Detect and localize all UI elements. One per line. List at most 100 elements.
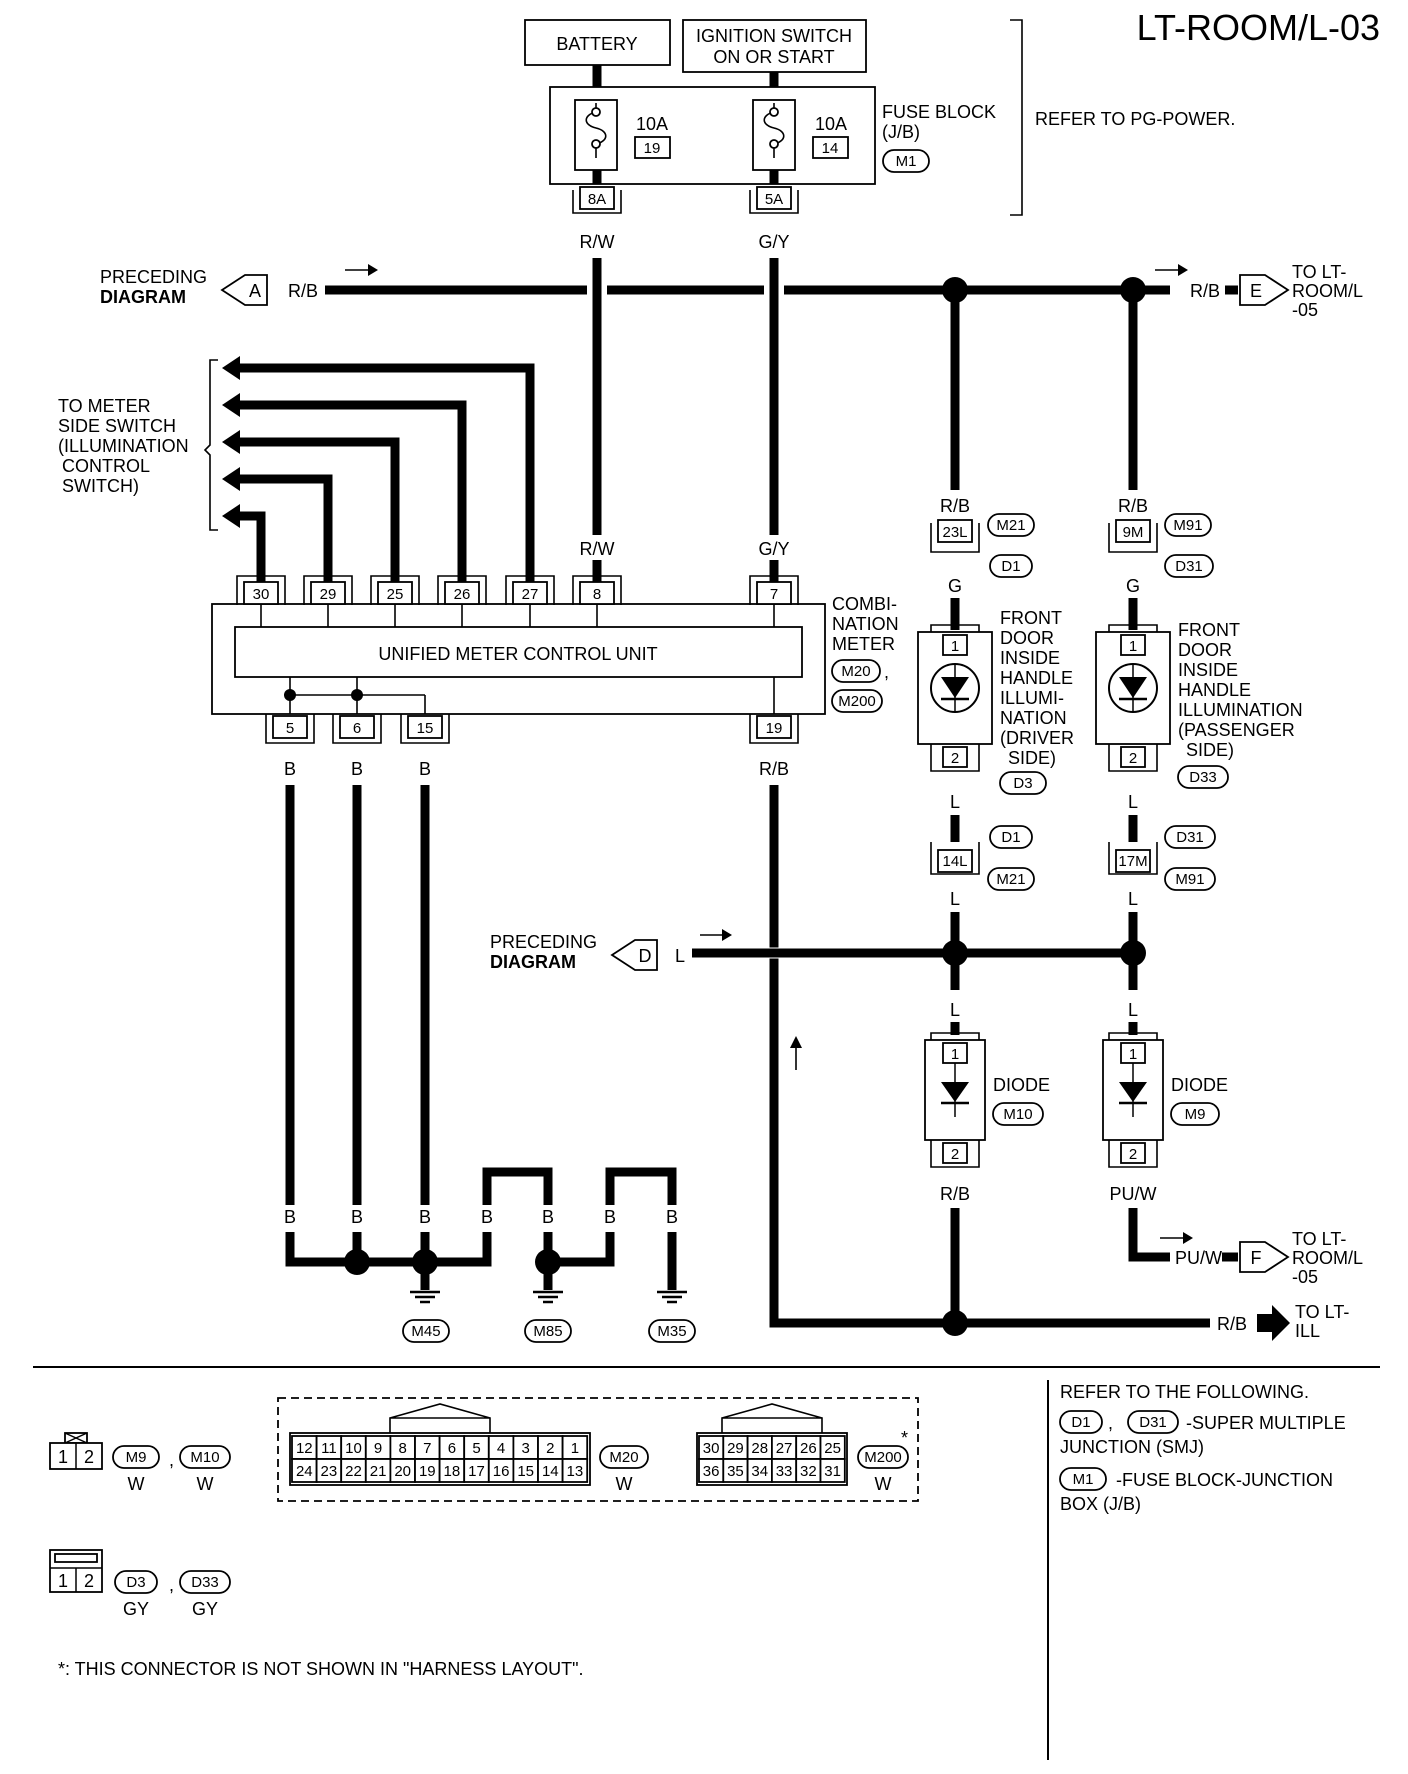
battery-label: BATTERY xyxy=(556,34,637,54)
svg-text:(DRIVER: (DRIVER xyxy=(1000,728,1074,748)
svg-text:17M: 17M xyxy=(1118,853,1147,870)
pin-number: 36 xyxy=(703,1463,720,1480)
svg-text:M10: M10 xyxy=(1003,1106,1032,1123)
legend-meter-connectors xyxy=(277,1397,919,1502)
pin-number: 27 xyxy=(776,1440,793,1457)
offpage-d-letter: D xyxy=(639,946,652,966)
svg-text:,: , xyxy=(169,1450,174,1470)
pin-number: 19 xyxy=(419,1463,436,1480)
svg-text:W: W xyxy=(616,1474,633,1494)
pin-number: 31 xyxy=(824,1463,841,1480)
offpage-f-line3: -05 xyxy=(1292,1267,1318,1287)
pin-number: 5 xyxy=(472,1440,480,1457)
wire-gy-top: G/Y xyxy=(758,232,789,252)
pin-number: 23 xyxy=(321,1463,338,1480)
meter-switch-line3: (ILLUMINATION xyxy=(58,436,189,456)
offpage-arrow-ill xyxy=(1257,1305,1290,1341)
svg-text:M45: M45 xyxy=(411,1323,440,1340)
svg-text:15: 15 xyxy=(417,720,434,737)
passenger-branch: R/B 9M M91 D31 G 1 2 FRONT DOOR INSIDE H… xyxy=(1095,290,1303,1035)
svg-text:D33: D33 xyxy=(191,1574,219,1591)
svg-text:M21: M21 xyxy=(996,871,1025,888)
svg-text:R/B: R/B xyxy=(1118,496,1148,516)
svg-text:L: L xyxy=(950,1000,960,1020)
diode-m10: 1 2 DIODE M10 R/B xyxy=(924,1032,1050,1323)
fuse-14-amp: 10A xyxy=(815,114,847,134)
svg-text:5: 5 xyxy=(286,720,294,737)
pin-number: 11 xyxy=(321,1440,337,1457)
offpage-f-line2: ROOM/L xyxy=(1292,1248,1363,1268)
svg-text:W: W xyxy=(128,1474,145,1494)
fuse-14-num: 14 xyxy=(822,140,839,157)
svg-text:M35: M35 xyxy=(657,1323,686,1340)
legend-note: *: THIS CONNECTOR IS NOT SHOWN IN "HARNE… xyxy=(58,1659,584,1679)
pin-number: 24 xyxy=(296,1463,313,1480)
wire-rw-meter: R/W xyxy=(580,539,615,559)
svg-text:M20: M20 xyxy=(609,1449,638,1466)
svg-text:M9: M9 xyxy=(126,1449,147,1466)
svg-text:1: 1 xyxy=(58,1571,68,1591)
svg-text:M21: M21 xyxy=(996,517,1025,534)
svg-text:FRONT: FRONT xyxy=(1000,608,1062,628)
svg-text:6: 6 xyxy=(353,720,361,737)
pin-number: 16 xyxy=(493,1463,510,1480)
meter-bottom-terminals: 5 6 15 19 xyxy=(265,714,799,744)
svg-text:D31: D31 xyxy=(1176,829,1204,846)
pin-number: 22 xyxy=(345,1463,362,1480)
wire-rb-19: R/B xyxy=(759,759,789,779)
svg-text:1: 1 xyxy=(951,1046,959,1063)
svg-text:2: 2 xyxy=(1129,1146,1137,1163)
battery-box xyxy=(524,19,671,66)
meter-switch-line2: SIDE SWITCH xyxy=(58,416,176,436)
meter-switch-line1: TO METER xyxy=(58,396,151,416)
wire-rw-top: R/W xyxy=(580,232,615,252)
offpage-connector-e xyxy=(1239,274,1290,306)
meter-label-3: METER xyxy=(832,634,895,654)
svg-text:FRONT: FRONT xyxy=(1178,620,1240,640)
legend-diode-connector: 1 2 M9 , M10 W W xyxy=(49,1432,231,1494)
svg-text:INSIDE: INSIDE xyxy=(1178,660,1238,680)
svg-text:W: W xyxy=(875,1474,892,1494)
preceding-d-line1: PRECEDING xyxy=(490,932,597,952)
wire-l-d: L xyxy=(675,946,685,966)
svg-text:D3: D3 xyxy=(126,1574,145,1591)
svg-text:L: L xyxy=(1128,792,1138,812)
ignition-switch-box xyxy=(682,19,867,73)
pin-number: 3 xyxy=(522,1440,530,1457)
svg-text:23L: 23L xyxy=(942,524,967,541)
preceding-a-line2: DIAGRAM xyxy=(100,287,186,307)
refer-smj-text2: JUNCTION (SMJ) xyxy=(1060,1437,1204,1457)
svg-text:B: B xyxy=(666,1207,678,1227)
meter-label-1: COMBI- xyxy=(832,594,897,614)
diode-m9: 1 2 DIODE M9 PU/W xyxy=(1102,1032,1228,1262)
svg-text:PU/W: PU/W xyxy=(1110,1184,1157,1204)
svg-text:B: B xyxy=(481,1207,493,1227)
svg-text:30: 30 xyxy=(253,586,270,603)
wire-rb-e: R/B xyxy=(1190,281,1220,301)
svg-text:L: L xyxy=(950,792,960,812)
preceding-d-line2: DIAGRAM xyxy=(490,952,576,972)
svg-text:D1: D1 xyxy=(1001,558,1020,575)
wire-b-5: B xyxy=(284,759,296,779)
svg-text:G: G xyxy=(948,576,962,596)
refer-smj-text: -SUPER MULTIPLE xyxy=(1186,1413,1346,1433)
pin-number: 35 xyxy=(727,1463,744,1480)
terminal-5a: 5A xyxy=(765,191,783,208)
svg-text:M10: M10 xyxy=(190,1449,219,1466)
ground-m35: M35 xyxy=(648,1290,696,1343)
fuse-19-amp: 10A xyxy=(636,114,668,134)
svg-text:B: B xyxy=(542,1207,554,1227)
svg-text:M200: M200 xyxy=(864,1449,902,1466)
svg-text:29: 29 xyxy=(320,586,337,603)
svg-text:B: B xyxy=(351,1207,363,1227)
legend-lamp-connector: 1 2 D3 , D33 GY GY xyxy=(49,1549,231,1619)
svg-text:,: , xyxy=(884,662,889,682)
svg-text:2: 2 xyxy=(951,750,959,767)
fuse-block-jb: (J/B) xyxy=(882,122,920,142)
svg-text:L: L xyxy=(1128,889,1138,909)
offpage-ill-line1: TO LT- xyxy=(1295,1302,1349,1322)
wire-puw-f: PU/W xyxy=(1175,1248,1222,1268)
refer-d1: D1 xyxy=(1071,1414,1090,1431)
